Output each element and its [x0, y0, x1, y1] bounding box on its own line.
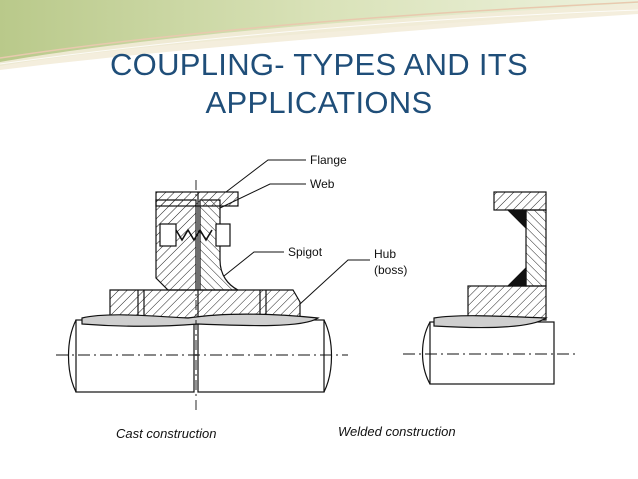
shaft-key: [81, 313, 320, 327]
bolt-nut: [215, 223, 231, 247]
title-line-2: APPLICATIONS: [205, 85, 433, 120]
bolt-thread: [175, 228, 213, 242]
welded-flange-top: [493, 191, 547, 211]
welded-key: [433, 315, 548, 329]
label-web: Web: [310, 177, 335, 191]
leader-lines: [219, 159, 370, 305]
welded-hub: [467, 285, 547, 321]
label-hub: Hub: [374, 247, 396, 261]
welded-web: [525, 209, 547, 287]
caption-cast: Cast construction: [116, 426, 216, 441]
hub-section: [109, 289, 301, 319]
right-shaft: [197, 319, 325, 393]
bolt-head: [159, 223, 177, 247]
weld-bead-bottom: [506, 266, 527, 287]
title-line-1: COUPLING- TYPES AND ITS: [109, 47, 529, 82]
cast-construction-drawing: [56, 180, 348, 410]
label-flange: Flange: [310, 153, 347, 167]
welded-shaft: [429, 321, 555, 385]
caption-welded: Welded construction: [338, 424, 456, 439]
weld-bead-top: [506, 209, 527, 230]
label-spigot: Spigot: [288, 245, 323, 259]
coupling-diagram: Flange Web Spigot Hub (boss) Cast constr…: [56, 153, 578, 441]
flange: [155, 191, 239, 207]
welded-construction-drawing: [403, 191, 578, 385]
label-boss: (boss): [374, 263, 407, 277]
slide-title: COUPLING- TYPES AND ITS APPLICATIONS: [0, 46, 638, 122]
left-shaft: [75, 319, 195, 393]
